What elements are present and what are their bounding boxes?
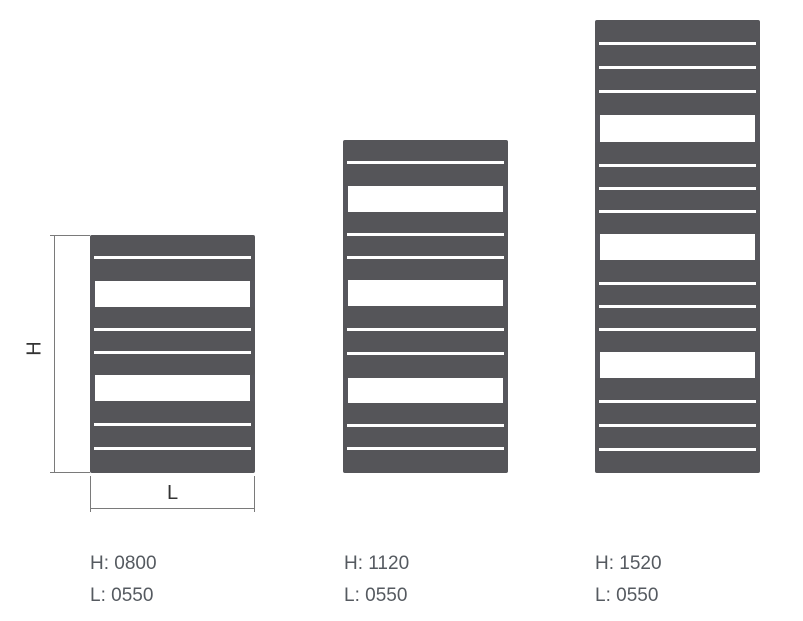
panel-gap <box>599 448 756 451</box>
spec-length: L: 0550 <box>595 585 659 606</box>
model-spec-0800: H: 0800 L: 0550 <box>90 548 157 612</box>
length-dimension-tick <box>254 476 255 512</box>
radiator-panel <box>343 306 508 378</box>
length-dimension-tick <box>90 476 91 512</box>
panel-gap <box>599 210 756 213</box>
spec-length: L: 0550 <box>90 585 154 606</box>
panel-gap <box>347 328 504 331</box>
length-dimension-label: L <box>167 482 179 504</box>
panel-gap <box>599 328 756 331</box>
spec-height: H: 1120 <box>344 553 410 574</box>
panel-gap <box>347 161 504 164</box>
model-spec-1120: H: 1120 L: 0550 <box>344 548 409 612</box>
panel-gap <box>347 233 504 236</box>
radiator-panel <box>343 403 508 473</box>
panel-gap <box>94 447 251 450</box>
panel-gap <box>599 90 756 93</box>
radiator-panel <box>90 401 255 473</box>
panel-gap <box>94 351 251 354</box>
radiator-1520 <box>595 20 760 473</box>
radiator-0800 <box>90 235 255 473</box>
spec-length: L: 0550 <box>344 585 408 606</box>
panel-gap <box>94 256 251 259</box>
panel-gap <box>347 447 504 450</box>
panel-gap <box>599 305 756 308</box>
panel-gap <box>347 424 504 427</box>
model-spec-1520: H: 1520 L: 0550 <box>595 548 662 612</box>
height-dimension-tick <box>50 472 90 473</box>
radiator-1120 <box>343 140 508 473</box>
panel-gap <box>347 256 504 259</box>
panel-gap <box>599 400 756 403</box>
spec-height: H: 0800 <box>90 553 157 574</box>
panel-gap <box>599 187 756 190</box>
panel-gap <box>599 66 756 69</box>
length-dimension-line <box>90 508 255 509</box>
panel-gap <box>599 424 756 427</box>
panel-gap <box>347 352 504 355</box>
radiator-panel <box>90 307 255 375</box>
panel-gap <box>599 42 756 45</box>
height-dimension-tick <box>50 235 90 236</box>
panel-gap <box>599 282 756 285</box>
panel-gap <box>94 328 251 331</box>
radiator-panel <box>343 212 508 280</box>
height-dimension-label: H <box>23 341 46 356</box>
panel-gap <box>599 164 756 167</box>
radiator-rail <box>595 20 600 473</box>
panel-gap <box>94 423 251 426</box>
radiator-rail <box>755 20 760 473</box>
spec-height: H: 1520 <box>595 553 662 574</box>
height-dimension-line <box>54 235 55 473</box>
